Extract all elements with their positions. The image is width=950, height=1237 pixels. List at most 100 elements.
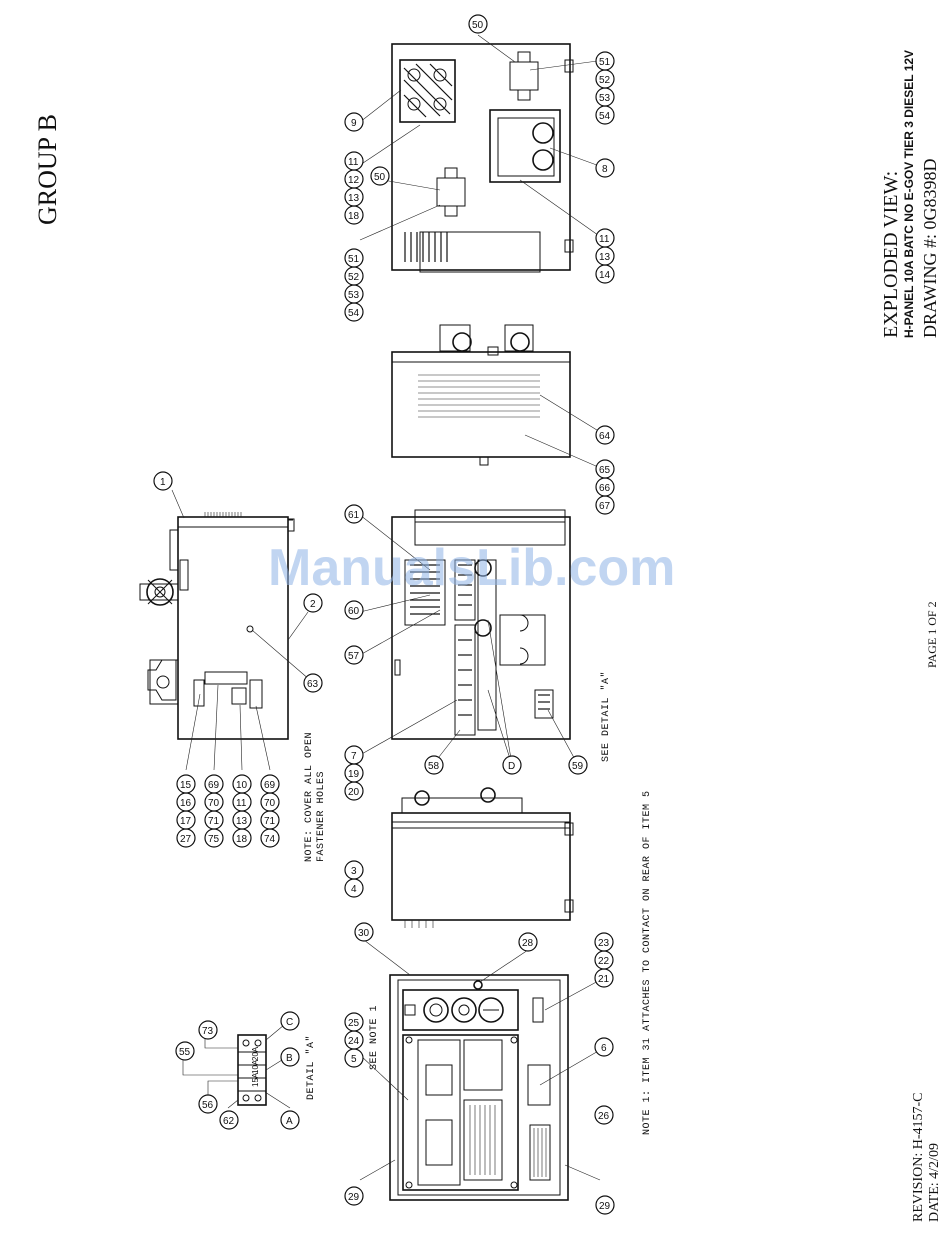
svg-text:15: 15: [180, 780, 192, 791]
svg-text:17: 17: [180, 816, 192, 827]
callout-13b: 13: [344, 187, 364, 207]
svg-text:57: 57: [348, 651, 360, 662]
svg-text:11: 11: [348, 157, 359, 168]
svg-text:69: 69: [208, 780, 220, 791]
svg-text:9: 9: [351, 118, 357, 129]
callout-c: C: [280, 1011, 300, 1031]
callout-30: 30: [354, 922, 374, 942]
svg-text:B: B: [286, 1053, 293, 1064]
svg-text:25: 25: [348, 1018, 360, 1029]
svg-text:71: 71: [208, 816, 220, 827]
callout-56: 56: [198, 1094, 218, 1114]
front-view-panel: [389, 974, 569, 1201]
callout-d: D: [502, 755, 522, 775]
revision-label: REVISION: H-4157-C: [911, 1093, 926, 1223]
svg-text:6: 6: [601, 1043, 607, 1054]
fuse-label-20a: 20A: [251, 1046, 260, 1061]
svg-text:66: 66: [599, 483, 611, 494]
side-view-enclosure: [391, 787, 574, 928]
svg-text:56: 56: [202, 1100, 214, 1111]
svg-text:58: 58: [428, 761, 440, 772]
callout-54a: 54: [595, 105, 615, 125]
callout-59: 59: [568, 755, 588, 775]
callout-66: 66: [595, 477, 615, 497]
callout-53a: 53: [595, 87, 615, 107]
callout-11c: 11: [595, 228, 615, 248]
leader-lines: [171, 34, 606, 1181]
callout-8: 8: [595, 158, 615, 178]
svg-text:54: 54: [348, 308, 360, 319]
svg-text:51: 51: [599, 57, 611, 68]
callout-75: 75: [204, 828, 224, 848]
svg-text:19: 19: [348, 769, 360, 780]
callout-50a: 50: [468, 14, 488, 34]
callout-bubbles: 1 2 63 27 17 16 15 75 71 70 69 18 13 11 …: [153, 14, 615, 1215]
page-indicator: PAGE 1 OF 2: [925, 601, 939, 668]
callout-23: 23: [594, 932, 614, 952]
side-view-panel: [139, 512, 295, 740]
svg-text:70: 70: [208, 798, 220, 809]
callout-52b: 52: [344, 266, 364, 286]
callout-4: 4: [344, 878, 364, 898]
callout-24: 24: [344, 1030, 364, 1050]
callout-71b: 71: [260, 810, 280, 830]
svg-text:69: 69: [264, 780, 276, 791]
callout-69b: 69: [260, 774, 280, 794]
svg-text:A: A: [286, 1116, 293, 1127]
callout-5: 5: [344, 1048, 364, 1068]
callout-67: 67: [595, 495, 615, 515]
note-cover-holes: NOTE: COVER ALL OPEN: [304, 732, 315, 862]
callout-21: 21: [594, 968, 614, 988]
callout-11b: 11: [344, 151, 364, 171]
callout-12: 12: [344, 169, 364, 189]
note-cover-holes-2: FASTENER HOLES: [316, 771, 327, 862]
svg-text:11: 11: [599, 234, 610, 245]
callout-73: 73: [198, 1020, 218, 1040]
svg-text:18: 18: [236, 834, 248, 845]
drawing-number: DRAWING #: 0G8398D: [920, 158, 940, 338]
svg-text:54: 54: [599, 111, 611, 122]
callout-19: 19: [344, 763, 364, 783]
svg-text:53: 53: [599, 93, 611, 104]
callout-53b: 53: [344, 284, 364, 304]
svg-text:13: 13: [348, 193, 360, 204]
callout-22: 22: [594, 950, 614, 970]
heatsink-panel: [391, 324, 571, 466]
callout-61: 61: [344, 504, 364, 524]
drawing-subtitle: H-PANEL 10A BATC NO E-GOV TIER 3 DIESEL …: [902, 50, 916, 338]
callout-69a: 69: [204, 774, 224, 794]
svg-text:50: 50: [472, 20, 484, 31]
callout-9: 9: [344, 112, 364, 132]
svg-text:1: 1: [160, 477, 166, 488]
callout-13a: 13: [232, 810, 252, 830]
callout-26: 26: [594, 1105, 614, 1125]
callout-50b: 50: [370, 166, 390, 186]
svg-text:7: 7: [351, 751, 357, 762]
callout-65: 65: [595, 459, 615, 479]
title-block: EXPLODED VIEW: H-PANEL 10A BATC NO E-GOV…: [880, 50, 940, 338]
callout-6: 6: [594, 1037, 614, 1057]
svg-text:21: 21: [598, 974, 610, 985]
svg-text:75: 75: [208, 834, 220, 845]
callout-18b: 18: [344, 205, 364, 225]
callout-28: 28: [518, 932, 538, 952]
callout-60: 60: [344, 600, 364, 620]
callout-20: 20: [344, 781, 364, 801]
svg-text:18: 18: [348, 211, 360, 222]
svg-text:63: 63: [307, 679, 319, 690]
svg-text:61: 61: [348, 510, 360, 521]
svg-text:53: 53: [348, 290, 360, 301]
callout-2: 2: [303, 593, 323, 613]
callout-58: 58: [424, 755, 444, 775]
svg-text:51: 51: [348, 254, 360, 265]
svg-text:52: 52: [599, 75, 611, 86]
svg-text:60: 60: [348, 606, 360, 617]
date-label: DATE: 4/2/09: [927, 1143, 942, 1222]
group-title: GROUP B: [33, 114, 62, 225]
svg-text:24: 24: [348, 1036, 360, 1047]
callout-18a: 18: [232, 828, 252, 848]
back-panel: [391, 43, 574, 273]
fuse-label-15a: 15A: [251, 1072, 260, 1087]
callout-14: 14: [595, 264, 615, 284]
